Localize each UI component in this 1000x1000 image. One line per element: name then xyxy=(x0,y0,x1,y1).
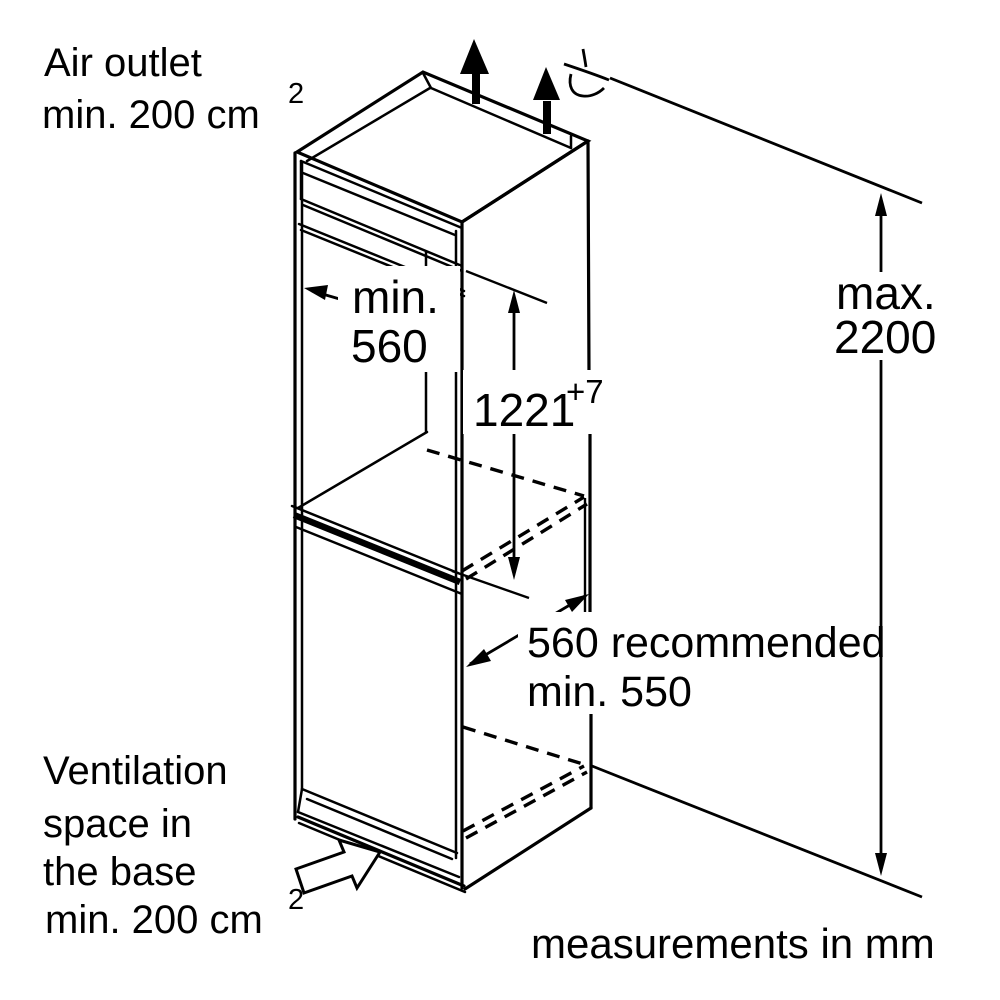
base-slot-top-edge xyxy=(300,787,459,855)
niche-floor-left-edge xyxy=(296,430,429,510)
text-mask xyxy=(338,266,460,372)
dimension-niche-height xyxy=(451,269,548,600)
shelf-band-heavy xyxy=(292,511,462,586)
niche-height-label: 1221 xyxy=(473,384,575,436)
text-mask xyxy=(518,612,863,714)
right-face-top-edge xyxy=(460,139,590,224)
arrowhead-upright-icon xyxy=(565,594,589,612)
arrowhead-up-icon xyxy=(875,193,887,216)
top-slot-bottom-edge xyxy=(299,197,464,268)
shelf-back-hidden-edge xyxy=(426,448,585,498)
text-labels: Air outlet min. 200 cm 2 min. 560 1221 +… xyxy=(42,41,936,967)
shelf-band-bottom xyxy=(294,525,464,596)
top-slot-inner-line xyxy=(301,171,457,237)
depth-label-line2: min. 550 xyxy=(527,668,692,716)
ventilation-label-line4: min. 200 cm xyxy=(45,898,263,942)
base-right-hidden-edge2 xyxy=(465,770,588,840)
max-height-label-line2: 2200 xyxy=(834,311,936,363)
text-mask xyxy=(463,370,613,434)
ventilation-label-line2: space in xyxy=(43,802,192,846)
ventilation-label-sup: 2 xyxy=(288,884,304,916)
top-air-channel-notch-left xyxy=(421,71,433,90)
cabinet-drawing xyxy=(290,70,593,894)
base-rail-line2 xyxy=(297,821,467,894)
ceiling-line xyxy=(609,76,923,205)
shelf-right-hidden-edge1 xyxy=(461,495,585,573)
air-outlet-label-line1: Air outlet xyxy=(44,41,202,85)
dimension-max-height xyxy=(875,193,887,876)
arrowhead-down-icon xyxy=(875,853,887,876)
ventilation-arrow-icon xyxy=(294,837,383,895)
ventilation-label-line1: Ventilation xyxy=(43,749,228,793)
shelf-band-top xyxy=(290,504,460,575)
base-back-hidden-edge xyxy=(462,725,587,767)
arrowhead-left-icon xyxy=(304,285,328,300)
airflow-arrow-icon xyxy=(533,67,560,134)
top-air-channel-inner-back xyxy=(429,86,573,150)
top-air-channel-inner-left xyxy=(305,86,432,163)
base-slot-left-edge xyxy=(296,787,304,814)
airflow-arrow-icon xyxy=(460,39,489,104)
ventilation-label-line3: the base xyxy=(43,850,196,894)
air-outlet-label-line2: min. 200 cm xyxy=(42,93,260,137)
extension-line xyxy=(451,569,530,600)
reference-lines xyxy=(563,48,923,899)
base-slot-bottom-edge xyxy=(296,810,461,879)
arrowhead-down-icon xyxy=(508,557,520,580)
top-rail-line1 xyxy=(301,203,464,273)
max-height-label-line1: max. xyxy=(836,267,936,319)
ceiling-break-icon xyxy=(563,48,610,98)
bottom-right-edge xyxy=(463,806,593,891)
airflow-arrows xyxy=(460,39,560,134)
niche-width-label-line1: min. xyxy=(352,271,439,323)
depth-label-line1: 560 recommended xyxy=(527,619,886,667)
units-note: measurements in mm xyxy=(531,920,935,967)
shelf-right-hidden-edge2 xyxy=(465,502,588,581)
arrowhead-up-icon xyxy=(508,290,520,313)
back-right-edge-seg1 xyxy=(586,139,591,376)
arrowhead-downleft-icon xyxy=(466,649,491,667)
air-outlet-label-sup: 2 xyxy=(288,78,304,110)
extension-line xyxy=(465,269,548,305)
base-slot-inner-line xyxy=(305,797,454,861)
floor-line xyxy=(591,764,923,899)
niche-width-label-line2: 560 xyxy=(351,320,428,372)
base-right-hidden-edge1 xyxy=(462,764,585,833)
text-mask xyxy=(828,276,958,360)
niche-height-tolerance: +7 xyxy=(566,373,604,410)
top-slot-top-edge xyxy=(299,159,464,230)
